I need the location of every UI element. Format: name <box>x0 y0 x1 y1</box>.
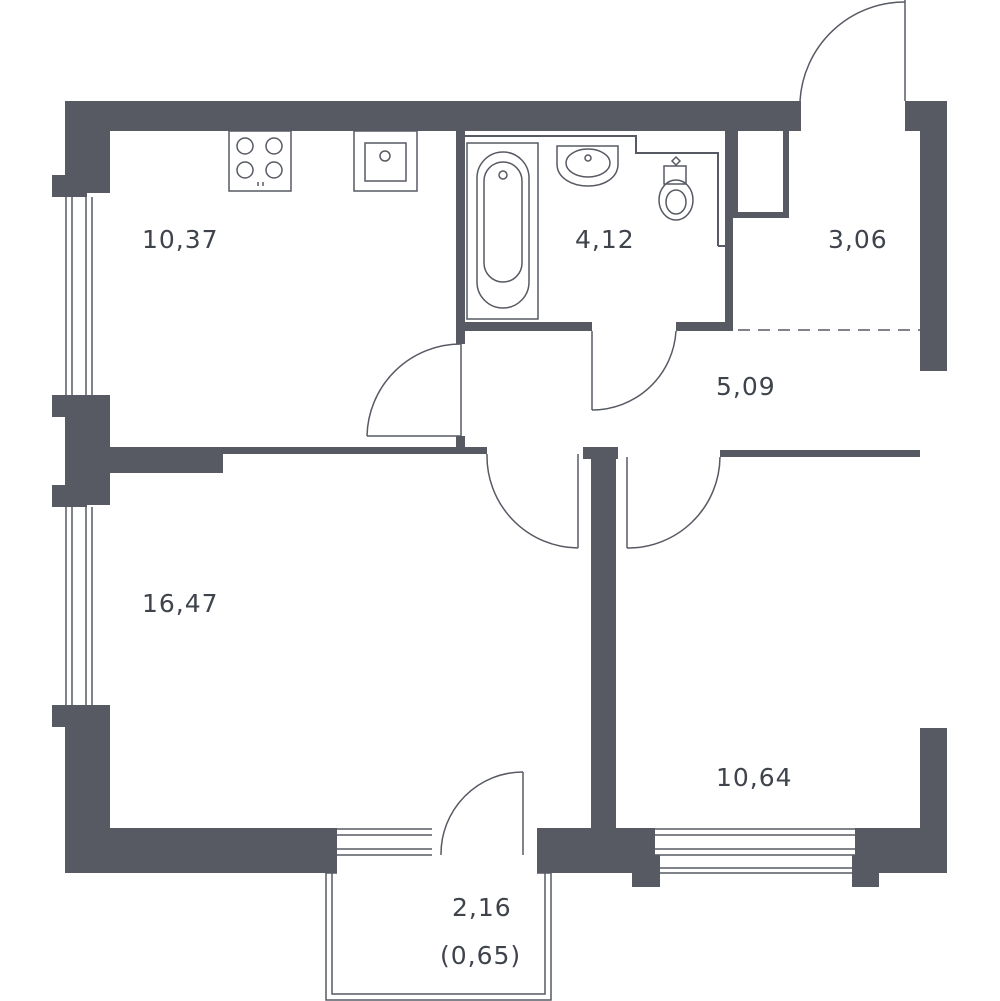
stove-icon <box>228 130 292 192</box>
partition-kitchen-bath <box>456 131 465 344</box>
partition-hall-living <box>223 447 487 454</box>
door-bedroom <box>626 456 721 549</box>
door-living-room <box>486 453 579 549</box>
storage-area-label: 3,06 <box>828 225 888 254</box>
wall-living-bedroom-cap <box>583 447 618 459</box>
wall-bottom-left <box>65 828 337 873</box>
windows <box>65 197 855 874</box>
kitchen-area-label: 10,37 <box>142 225 219 254</box>
wall-bottom-middle-pier <box>632 855 660 887</box>
balcony-outline <box>325 872 552 1001</box>
toilet-icon <box>658 155 694 221</box>
wall-kitchen-living <box>110 447 223 473</box>
bedroom-area-label: 10,64 <box>716 763 793 792</box>
partition-closet-left <box>733 131 738 217</box>
door-balcony <box>440 771 524 856</box>
partition-hall-bedroom <box>720 450 920 457</box>
wall-top <box>65 101 801 131</box>
partition-bath-right <box>725 131 733 331</box>
window-balcony <box>337 828 432 856</box>
bathroom-inner-lines <box>465 135 725 247</box>
wall-right-lower <box>920 728 947 873</box>
balcony-area-label: 2,16 <box>452 893 512 922</box>
window-bedroom <box>655 828 855 874</box>
partition-bath-bottom-left <box>456 322 592 331</box>
window-living-room <box>65 507 93 705</box>
living-room-area-label: 16,47 <box>142 589 219 618</box>
doors <box>366 0 906 856</box>
bathroom-area-label: 4,12 <box>575 225 635 254</box>
partition-bath-bottom-right <box>676 322 731 331</box>
partition-hall-living-jamb <box>456 436 465 454</box>
exterior-walls <box>52 101 947 887</box>
hall-area-label: 5,09 <box>716 372 776 401</box>
interior-partitions <box>223 131 920 457</box>
door-kitchen <box>366 343 462 437</box>
bathtub-icon <box>466 142 539 320</box>
wall-right-top-pier <box>905 101 947 131</box>
kitchen-sink-icon <box>353 130 418 192</box>
partition-bath-jamb <box>456 322 465 344</box>
wall-left-upper-pier <box>52 175 87 197</box>
door-bathroom <box>591 330 677 411</box>
partition-closet-bottom <box>733 212 789 218</box>
partition-closet-right <box>783 131 789 218</box>
wall-left-middle-pier-b <box>52 485 87 507</box>
wall-living-bedroom <box>591 447 616 828</box>
balcony-reduced-area-label: (0,65) <box>440 941 521 970</box>
wall-left-lower-pier <box>52 705 87 727</box>
wall-right-upper <box>920 101 947 371</box>
wall-bottom-right-pier <box>852 855 879 887</box>
wall-left-middle-pier-a <box>52 395 87 417</box>
washbasin-icon <box>556 145 619 187</box>
door-entrance <box>799 0 906 102</box>
window-kitchen <box>65 197 93 395</box>
